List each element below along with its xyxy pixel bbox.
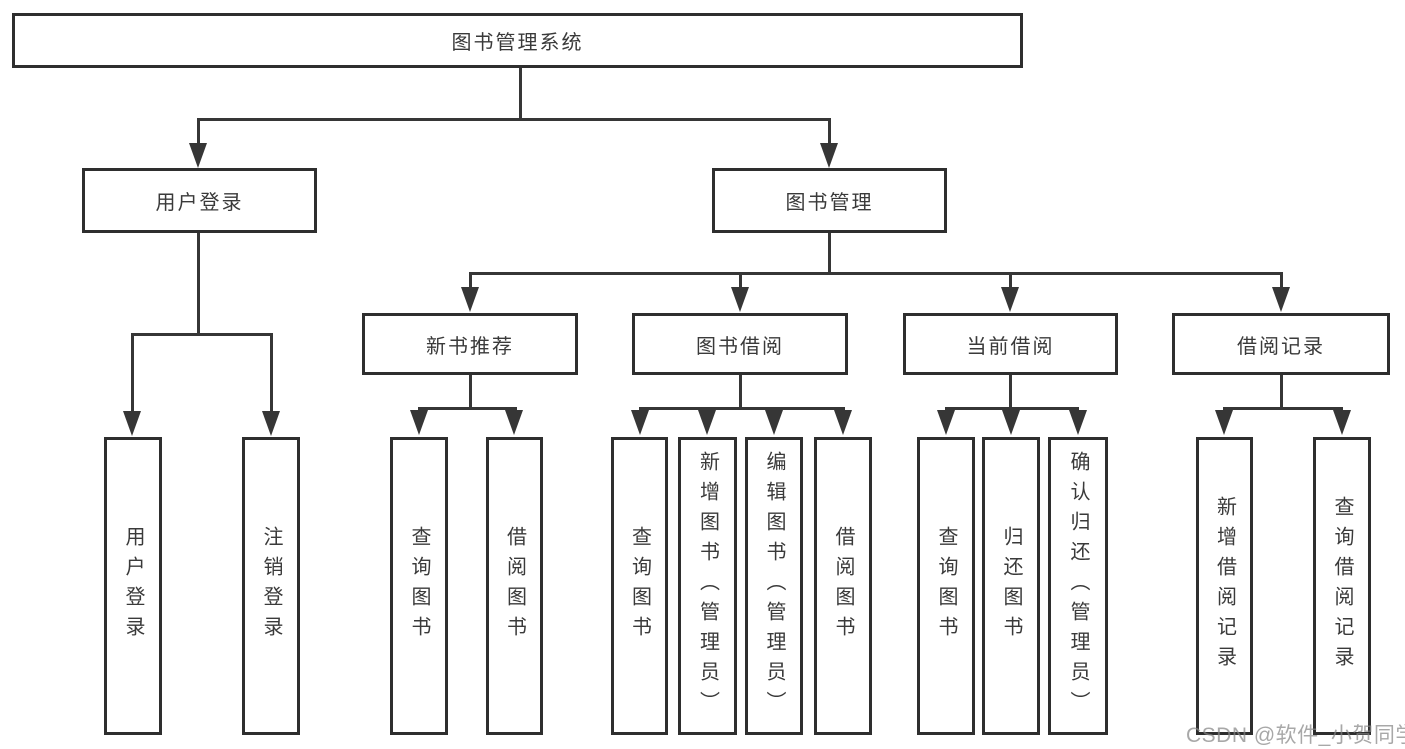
arrowhead-new-book xyxy=(461,287,479,312)
leaf-query-books-3-label: 查询图书 xyxy=(935,526,957,646)
connector-root-trunk xyxy=(519,68,522,118)
connector-drop-user-login xyxy=(197,118,200,146)
connector-new-book-rail xyxy=(418,407,517,410)
leaf-return-book: 归还图书 xyxy=(982,437,1040,735)
arrowhead-leaf-add-record xyxy=(1215,410,1233,435)
arrowhead-book-borrow xyxy=(731,287,749,312)
connector-book-management-trunk xyxy=(828,233,831,272)
leaf-user-login: 用户登录 xyxy=(104,437,162,735)
arrowhead-leaf-return-book xyxy=(1002,410,1020,435)
arrowhead-leaf-edit-book xyxy=(765,410,783,435)
node-user-login: 用户登录 xyxy=(82,168,317,233)
node-book-borrow-label: 图书借阅 xyxy=(696,335,784,358)
arrowhead-leaf-logout xyxy=(262,411,280,436)
arrowhead-leaf-login xyxy=(123,411,141,436)
leaf-confirm-return-admin: 确认归还（管理员） xyxy=(1048,437,1108,735)
connector-borrow-records-rail xyxy=(1223,407,1343,410)
node-book-borrow: 图书借阅 xyxy=(632,313,848,375)
leaf-add-book-admin-label: 新增图书（管理员） xyxy=(696,451,719,721)
connector-user-login-rail xyxy=(131,333,273,336)
arrowhead-leaf-borrow-books-1 xyxy=(505,410,523,435)
node-new-book-recommend: 新书推荐 xyxy=(362,313,578,375)
connector-borrow-records-trunk xyxy=(1280,375,1283,407)
arrowhead-leaf-query-record xyxy=(1333,410,1351,435)
leaf-edit-book-admin: 编辑图书（管理员） xyxy=(745,437,803,735)
arrowhead-leaf-add-book xyxy=(698,410,716,435)
node-root: 图书管理系统 xyxy=(12,13,1023,68)
connector-book-borrow-trunk xyxy=(739,375,742,407)
arrowhead-user-login xyxy=(189,143,207,168)
connector-drop-new-book xyxy=(469,272,472,290)
node-borrow-records-label: 借阅记录 xyxy=(1237,335,1325,358)
leaf-query-books-1: 查询图书 xyxy=(390,437,448,735)
connector-drop-book-borrow xyxy=(739,272,742,290)
leaf-query-books-2-label: 查询图书 xyxy=(628,526,651,646)
node-user-login-label: 用户登录 xyxy=(155,192,244,214)
leaf-user-login-label: 用户登录 xyxy=(122,526,144,646)
leaf-edit-book-admin-label: 编辑图书（管理员） xyxy=(763,451,785,721)
arrowhead-leaf-query-books-2 xyxy=(631,410,649,435)
arrowhead-borrow-records xyxy=(1272,287,1290,312)
leaf-borrow-books-1-label: 借阅图书 xyxy=(503,526,526,646)
connector-drop-borrow-records xyxy=(1280,272,1283,290)
leaf-query-borrow-record-label: 查询借阅记录 xyxy=(1331,496,1353,676)
connector-drop-book-management xyxy=(828,118,831,146)
node-borrow-records: 借阅记录 xyxy=(1172,313,1390,375)
arrowhead-current-borrow xyxy=(1001,287,1019,312)
leaf-query-books-2: 查询图书 xyxy=(611,437,668,735)
arrowhead-leaf-query-books-3 xyxy=(937,410,955,435)
connector-drop-leaf-login xyxy=(131,333,134,413)
node-new-book-recommend-label: 新书推荐 xyxy=(426,335,514,358)
leaf-add-borrow-record: 新增借阅记录 xyxy=(1196,437,1253,735)
leaf-logout-label: 注销登录 xyxy=(260,526,282,646)
arrowhead-book-management xyxy=(820,143,838,168)
arrowhead-leaf-borrow-books-2 xyxy=(834,410,852,435)
leaf-confirm-return-admin-label: 确认归还（管理员） xyxy=(1067,451,1089,721)
connector-book-borrow-rail xyxy=(639,407,845,410)
connector-current-borrow-trunk xyxy=(1009,375,1012,407)
leaf-borrow-books-2: 借阅图书 xyxy=(814,437,872,735)
node-current-borrow-label: 当前借阅 xyxy=(966,335,1055,358)
node-root-label: 图书管理系统 xyxy=(451,32,584,54)
arrowhead-leaf-confirm-return xyxy=(1069,410,1087,435)
leaf-query-books-3: 查询图书 xyxy=(917,437,975,735)
connector-user-login-trunk xyxy=(197,233,200,333)
csdn-watermark: CSDN @软件_小贺同学 xyxy=(1186,724,1405,747)
connector-new-book-trunk xyxy=(469,375,472,407)
connector-level2-rail xyxy=(197,118,831,121)
leaf-query-borrow-record: 查询借阅记录 xyxy=(1313,437,1371,735)
leaf-return-book-label: 归还图书 xyxy=(1000,526,1022,646)
leaf-borrow-books-1: 借阅图书 xyxy=(486,437,543,735)
leaf-query-books-1-label: 查询图书 xyxy=(408,526,430,646)
connector-current-borrow-rail xyxy=(945,407,1079,410)
leaf-add-borrow-record-label: 新增借阅记录 xyxy=(1213,496,1236,676)
connector-drop-leaf-logout xyxy=(270,333,273,413)
leaf-borrow-books-2-label: 借阅图书 xyxy=(832,526,854,646)
node-book-management: 图书管理 xyxy=(712,168,947,233)
arrowhead-leaf-query-books-1 xyxy=(410,410,428,435)
node-book-management-label: 图书管理 xyxy=(785,192,874,214)
leaf-add-book-admin: 新增图书（管理员） xyxy=(678,437,737,735)
connector-level3-rail xyxy=(469,272,1282,275)
leaf-logout: 注销登录 xyxy=(242,437,300,735)
connector-drop-current-borrow xyxy=(1009,272,1012,290)
node-current-borrow: 当前借阅 xyxy=(903,313,1118,375)
